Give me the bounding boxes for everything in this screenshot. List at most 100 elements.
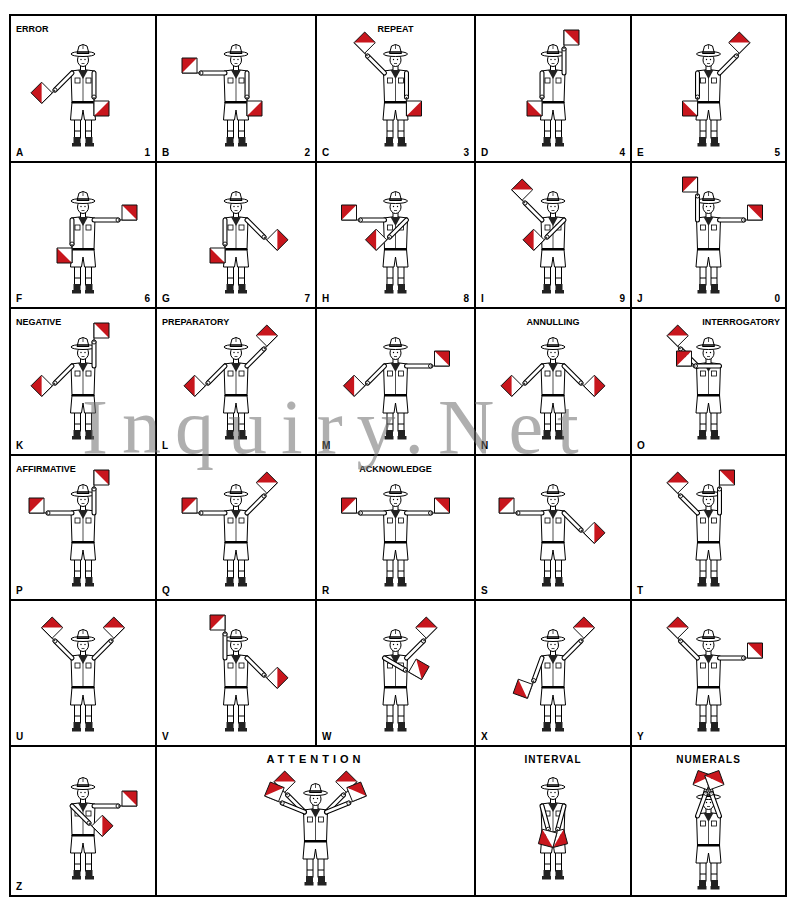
shorts [71,249,96,267]
flag-red-half [256,472,277,483]
leg [398,265,404,285]
flag-red-half [42,617,63,628]
sleeve [696,365,720,368]
arm-outline [720,56,737,73]
hat-crown [230,45,242,54]
hat-crown [547,778,559,787]
eye [393,352,394,353]
arm-outline [542,806,548,829]
arm-outline [55,366,72,383]
flag-outline [256,472,277,493]
belt [225,248,247,250]
hat-crown [390,485,402,494]
hat-crown [77,192,89,201]
hat-crown [390,630,402,639]
mouth [394,63,397,64]
sock-line [75,424,81,425]
flag-white-half [247,101,262,116]
numeral-label: 7 [304,293,310,305]
flag-outline [435,351,450,366]
hat-crease [395,45,396,50]
eye [710,352,711,353]
arm-outline [696,364,720,369]
shorts [71,102,96,120]
leg [75,703,81,723]
flag-white-half [210,248,225,263]
eye [706,644,707,645]
letter-label: H [322,293,329,305]
flag-white-half [42,375,53,396]
neckerchief [78,70,88,79]
signal-cell: V [156,600,316,746]
flag-outline [182,58,197,73]
sleeve [93,73,96,97]
leg [307,857,313,877]
boot-sole [398,436,407,440]
pocket [701,225,706,230]
hat-crease [395,192,396,197]
leg [398,411,404,431]
letter-label: F [16,293,22,305]
flag-white-half [182,58,197,73]
meaning-label: ERROR [16,24,49,34]
boot-sole [542,876,551,880]
sleeve [55,366,72,383]
leg [700,558,706,578]
eye [397,644,398,645]
heading-row [162,458,310,470]
sleeve [564,513,581,530]
hat-crease [236,338,237,343]
hat-crease [315,784,316,789]
shorts [383,249,408,267]
flag-white-half [256,336,277,347]
hat-band [77,198,89,200]
eye [313,798,314,799]
flag-red-half [594,522,605,543]
leg [711,703,717,723]
hat-crease [553,630,554,635]
sleeve [720,657,744,660]
flag-red-half [435,351,450,366]
flag-red-half [94,470,109,485]
arm-outline [695,196,700,220]
hat-crease [553,778,554,783]
signal-cell: Y [631,600,786,746]
pocket [239,225,244,230]
flag-outline [29,498,44,513]
leg [86,118,92,138]
boot-sole [225,728,234,732]
neckerchief [391,363,401,372]
mouth [235,356,238,357]
flag-white-half [210,615,225,630]
flag-white-half [342,205,357,220]
key-row: V [162,731,310,743]
arm-outline [525,366,542,383]
hat-crown [547,485,559,494]
meaning-label: INTERROGATORY [702,317,780,327]
sleeve [361,219,385,222]
signal-cell: B2 [156,15,316,162]
sock-line [700,278,706,279]
arm-outline [247,220,264,237]
eye [237,59,238,60]
signal-cell: X [475,600,631,746]
heading-row: ANNULLING [481,311,625,329]
flag-red-half [344,375,355,396]
sock-line [75,716,81,717]
belt [72,834,94,836]
flag-red-half [667,617,688,628]
flag-white-half [42,628,63,639]
mouth [82,356,85,357]
heading-row [481,165,625,177]
flag-white-half [42,82,53,103]
sock-line [711,874,717,875]
flag-outline [122,205,137,220]
pocket [239,371,244,376]
flag-white-half [342,498,357,513]
pocket [308,817,313,822]
arm-outline [681,641,698,658]
signal-cell: ERRORA1 [10,15,156,162]
hat-crease [553,192,554,197]
shirt [71,363,95,397]
flag-outline [720,470,735,485]
